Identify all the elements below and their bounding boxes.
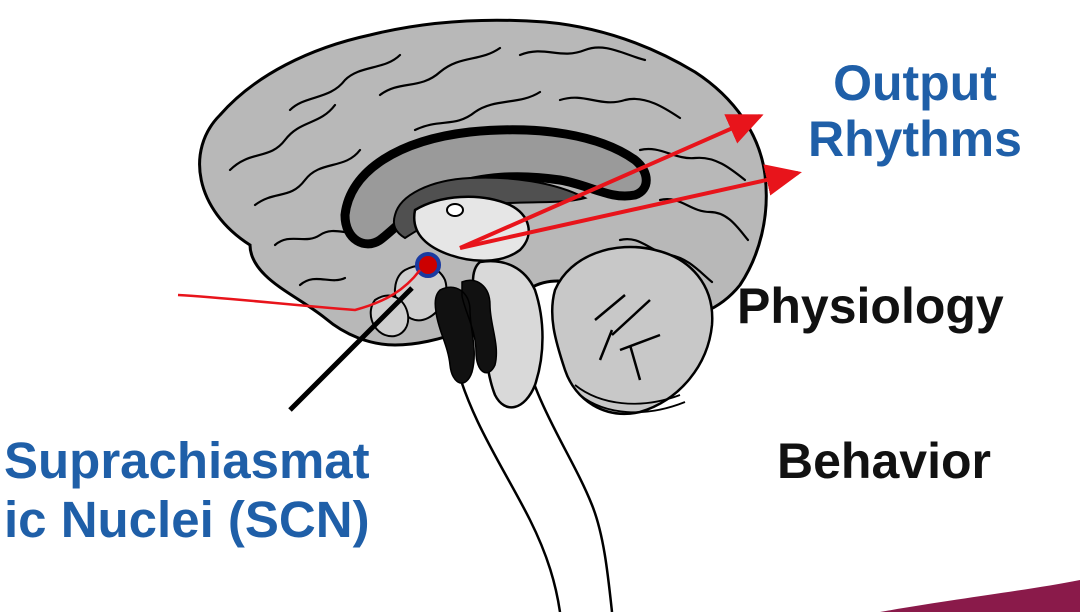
scn-label-line-1: Suprachiasmat	[4, 432, 370, 491]
scn-label: Suprachiasmat ic Nuclei (SCN)	[4, 432, 370, 549]
output-rhythms-line-1: Output	[780, 55, 1050, 111]
interthalamic-adhesion	[447, 204, 463, 216]
scn-label-line-2: ic Nuclei (SCN)	[4, 491, 370, 550]
output-rhythms-label: Output Rhythms	[780, 55, 1050, 167]
cerebellum	[552, 247, 712, 414]
behavior-label: Behavior	[777, 433, 991, 489]
dark-structures	[435, 280, 496, 383]
corner-swoosh	[880, 580, 1080, 612]
physiology-label: Physiology	[737, 278, 1004, 334]
scn-marker	[417, 254, 439, 276]
output-rhythms-line-2: Rhythms	[780, 111, 1050, 167]
